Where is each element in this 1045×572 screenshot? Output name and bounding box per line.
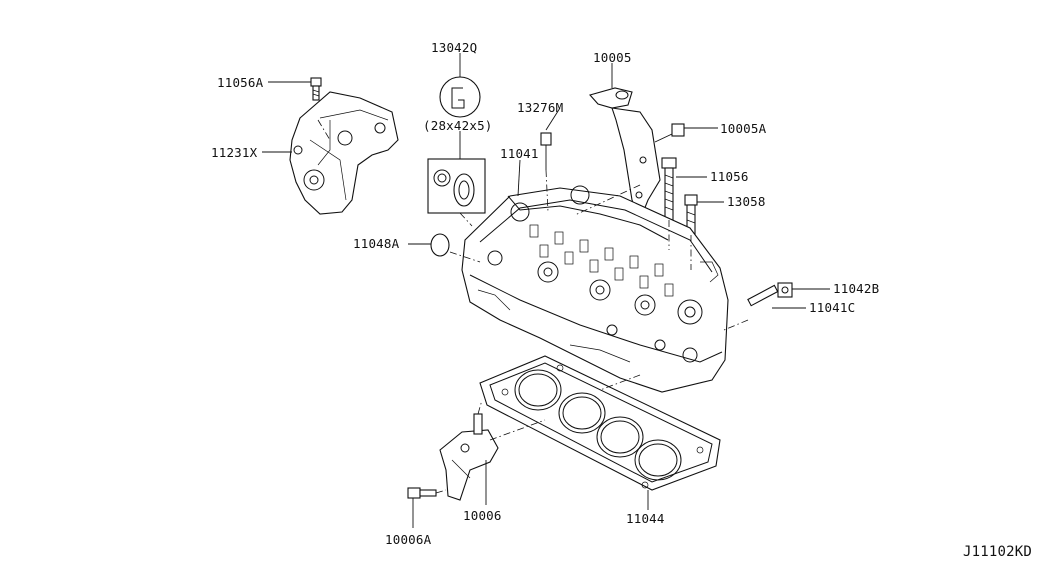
oil-seal-icon	[439, 76, 481, 118]
plug-11048A	[430, 233, 450, 257]
stud-11041C	[747, 284, 779, 307]
bolt-10005A	[654, 123, 685, 143]
label-11044: 11044	[626, 511, 665, 526]
label-11231X: 11231X	[211, 145, 258, 160]
seal-detail-box	[427, 158, 486, 214]
stud-13276M	[540, 132, 552, 170]
nut-11042B	[777, 282, 793, 298]
label-13042Q: 13042Q	[431, 40, 477, 55]
label-10006A: 10006A	[385, 532, 432, 547]
label-10006: 10006	[463, 508, 502, 523]
bolt-10006A	[407, 487, 437, 499]
engine-bracket	[289, 91, 399, 215]
head-gasket	[479, 355, 721, 491]
bolt-11056A	[310, 77, 322, 101]
label-13058: 13058	[727, 194, 766, 209]
cylinder-head	[461, 185, 729, 393]
label-11041C: 11041C	[809, 300, 855, 315]
diagram-code: J11102KD	[963, 544, 1032, 560]
label-10005: 10005	[593, 50, 632, 65]
label-10005A: 10005A	[720, 121, 767, 136]
label-11041: 11041	[500, 146, 539, 161]
label-11056A: 11056A	[217, 75, 264, 90]
label-13276M: 13276M	[517, 100, 563, 115]
bracket-10006	[439, 413, 499, 501]
label-13042Q-size: (28x42x5)	[423, 118, 493, 133]
label-11042B: 11042B	[833, 281, 879, 296]
bolt-11056	[661, 157, 677, 221]
label-11056: 11056	[710, 169, 749, 184]
label-11048A: 11048A	[353, 236, 400, 251]
